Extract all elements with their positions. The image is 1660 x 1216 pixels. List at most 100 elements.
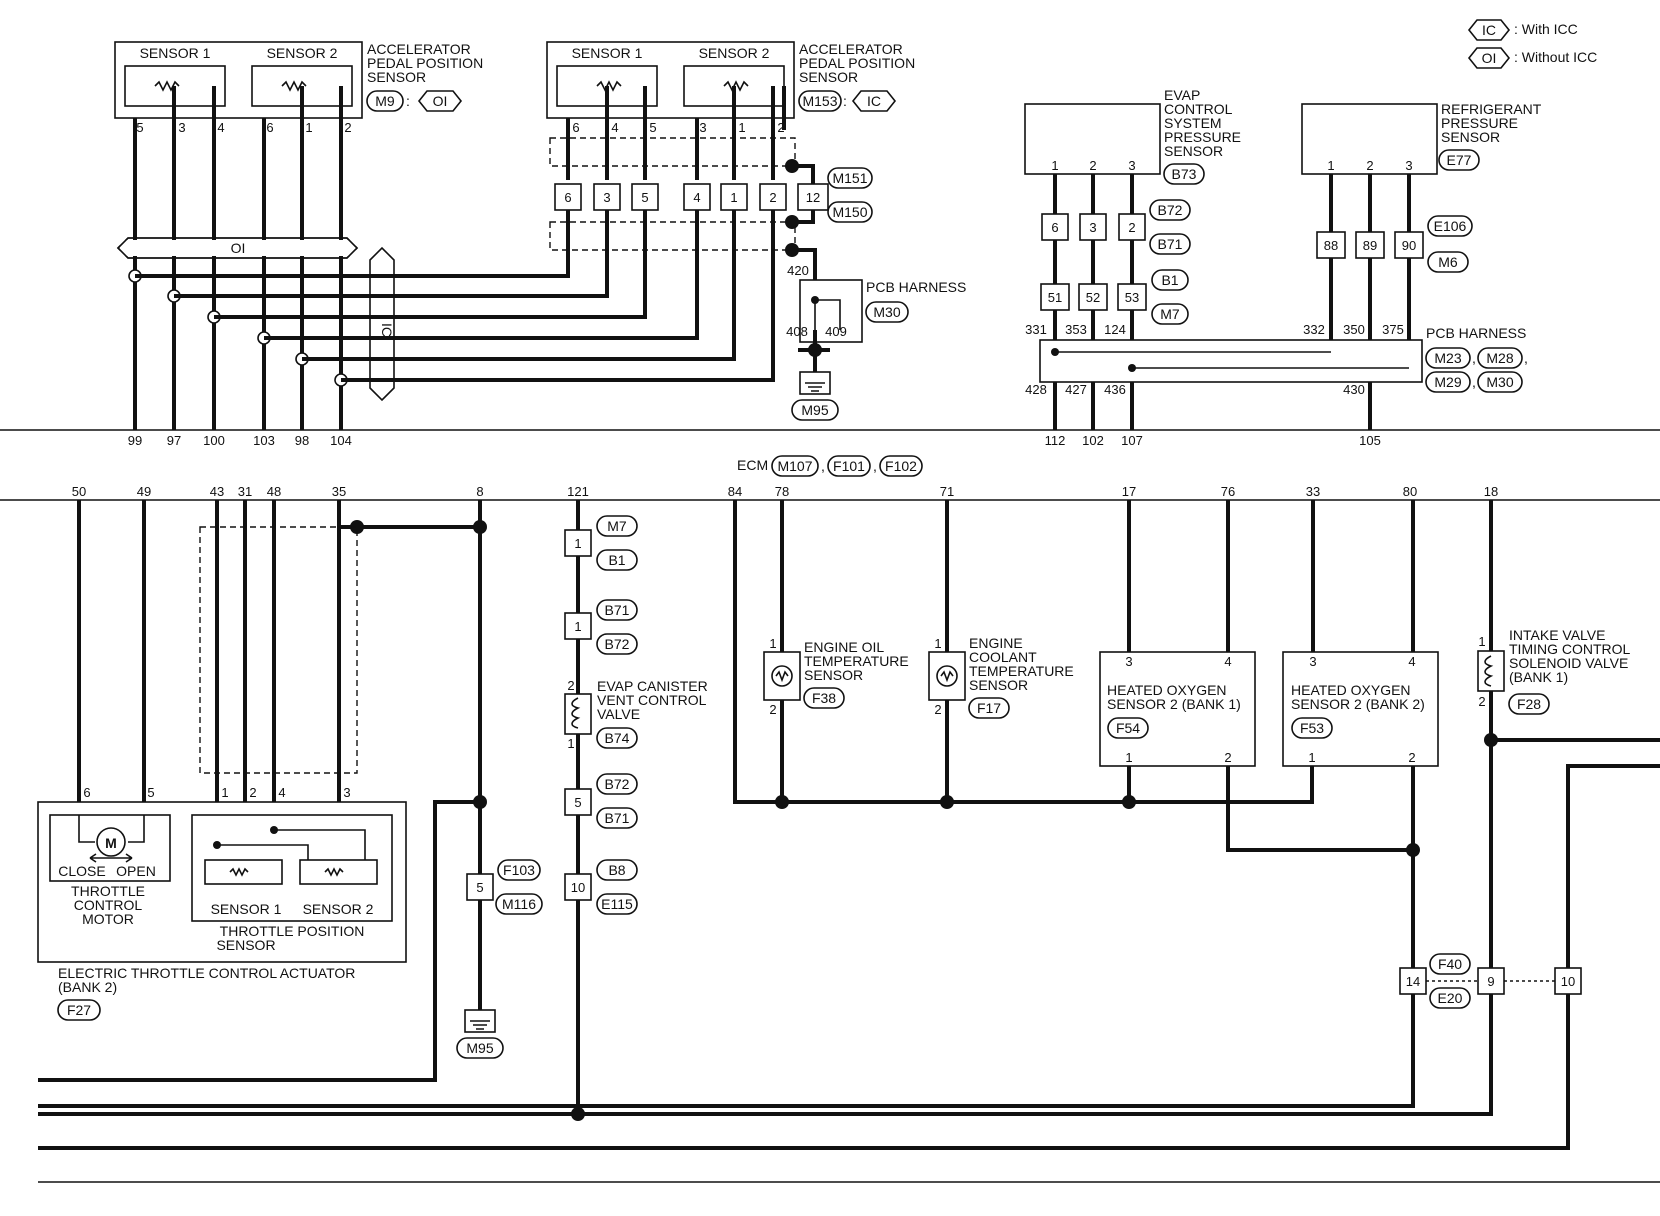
svg-text:10: 10	[571, 880, 585, 895]
svg-text:TEMPERATURE: TEMPERATURE	[969, 663, 1074, 679]
svg-text:5: 5	[641, 190, 648, 205]
apps-oi: SENSOR 1 SENSOR 2 ACCELERATOR PEDAL POSI…	[114, 41, 483, 135]
svg-text:89: 89	[1363, 238, 1377, 253]
svg-text:M7: M7	[1160, 306, 1180, 322]
svg-text:F38: F38	[812, 690, 836, 706]
svg-text:2: 2	[1478, 694, 1485, 709]
svg-text:,: ,	[821, 458, 825, 474]
svg-text:SOLENOID VALVE: SOLENOID VALVE	[1509, 655, 1628, 671]
svg-text:M7: M7	[607, 518, 627, 534]
svg-text:102: 102	[1082, 433, 1104, 448]
svg-text:1: 1	[769, 636, 776, 651]
svg-text:E115: E115	[601, 896, 633, 912]
junction-connectors: 14 9 10 F40 E20	[1399, 953, 1582, 1009]
engine-coolant-temperature-sensor: 1 2 ENGINE COOLANT TEMPERATURE SENSOR F1…	[928, 500, 1074, 802]
evap-canister-vent-line: 1 M7 B1 1 B71 B72 2 1 EVAP CANISTER VENT…	[564, 500, 708, 1121]
svg-text:B71: B71	[605, 602, 630, 618]
svg-text:SENSOR 1: SENSOR 1	[211, 901, 282, 917]
svg-text:B72: B72	[605, 776, 630, 792]
svg-text:3: 3	[1309, 654, 1316, 669]
svg-text:350: 350	[1343, 322, 1365, 337]
svg-text:9: 9	[1487, 974, 1494, 989]
svg-text:2: 2	[769, 190, 776, 205]
svg-text:E77: E77	[1447, 152, 1472, 168]
svg-text:F27: F27	[67, 1002, 91, 1018]
svg-text:104: 104	[330, 433, 352, 448]
svg-text:SENSOR: SENSOR	[1164, 143, 1223, 159]
svg-text:ELECTRIC THROTTLE CONTROL ACTU: ELECTRIC THROTTLE CONTROL ACTUATOR	[58, 965, 355, 981]
sensor-ground-bus	[733, 500, 1314, 809]
svg-text:49: 49	[137, 484, 151, 499]
svg-text:ENGINE: ENGINE	[969, 635, 1023, 651]
svg-text:SENSOR: SENSOR	[1441, 129, 1500, 145]
refrigerant-pressure-sensor: REFRIGERANT PRESSURE SENSOR E77 1 2 3 88…	[1301, 101, 1542, 430]
apps-oi-connector: M9	[375, 93, 395, 109]
heated-oxygen-sensor-bank-1: 3 4 HEATED OXYGEN SENSOR 2 (BANK 1) F54 …	[1099, 500, 1413, 852]
svg-text:80: 80	[1403, 484, 1417, 499]
svg-text:ACCELERATOR: ACCELERATOR	[799, 41, 903, 57]
svg-text:31: 31	[238, 484, 252, 499]
svg-text:SENSOR 2 (BANK 1): SENSOR 2 (BANK 1)	[1107, 696, 1241, 712]
ecm-upper-pins: 99 97 100 103 98 104 112 102 107 105	[128, 433, 1381, 448]
svg-text:3: 3	[603, 190, 610, 205]
ecm-block: ECM M107 , F101 , F102	[0, 429, 1660, 501]
svg-text:1: 1	[1125, 750, 1132, 765]
svg-text:2: 2	[777, 120, 784, 135]
svg-text:112: 112	[1045, 433, 1066, 448]
svg-text:5: 5	[574, 795, 581, 810]
svg-text:8: 8	[476, 484, 483, 499]
evap-pressure-sensor: EVAP CONTROL SYSTEM PRESSURE SENSOR B73 …	[1024, 87, 1241, 430]
svg-text:1: 1	[738, 120, 745, 135]
ecm-lower-pins: 50 49 43 31 48 35 8 121 84 78 71 17 76 3…	[72, 484, 1498, 499]
svg-text:PEDAL POSITION: PEDAL POSITION	[799, 55, 915, 71]
svg-text:4: 4	[217, 120, 224, 135]
svg-text:35: 35	[332, 484, 346, 499]
svg-text:6: 6	[83, 785, 90, 800]
svg-text:CONTROL: CONTROL	[1164, 101, 1233, 117]
svg-text:3: 3	[343, 785, 350, 800]
svg-text:M: M	[105, 835, 117, 851]
svg-text:EVAP: EVAP	[1164, 87, 1200, 103]
svg-text:B71: B71	[605, 810, 630, 826]
svg-text:1: 1	[730, 190, 737, 205]
svg-text::: :	[843, 93, 847, 109]
svg-text:IC: IC	[867, 93, 881, 109]
svg-text:2: 2	[1089, 158, 1096, 173]
svg-text:51: 51	[1048, 290, 1062, 305]
svg-text:78: 78	[775, 484, 789, 499]
svg-text:107: 107	[1121, 433, 1143, 448]
svg-text:SENSOR 2: SENSOR 2	[699, 45, 770, 61]
svg-text:VALVE: VALVE	[597, 706, 640, 722]
engine-oil-temperature-sensor: 1 2 ENGINE OIL TEMPERATURE SENSOR F38	[763, 500, 909, 802]
svg-text:SENSOR: SENSOR	[799, 69, 858, 85]
svg-text:OI: OI	[433, 93, 448, 109]
svg-text:SENSOR: SENSOR	[216, 937, 275, 953]
svg-text:52: 52	[1086, 290, 1100, 305]
ecm-connector-f101: F101	[833, 458, 865, 474]
svg-text:4: 4	[611, 120, 618, 135]
svg-text:124: 124	[1104, 322, 1126, 337]
svg-text:18: 18	[1484, 484, 1498, 499]
svg-text::: :	[406, 93, 410, 109]
svg-text:PEDAL POSITION: PEDAL POSITION	[367, 55, 483, 71]
svg-text:F54: F54	[1116, 720, 1140, 736]
svg-text:4: 4	[1408, 654, 1415, 669]
svg-text:3: 3	[699, 120, 706, 135]
ground-m95-upper: M95	[801, 402, 828, 418]
svg-text:B1: B1	[1161, 272, 1178, 288]
legend: IC : With ICC OI : Without ICC	[1467, 19, 1597, 69]
svg-text:F17: F17	[977, 700, 1001, 716]
svg-text:2: 2	[1366, 158, 1373, 173]
svg-text:CONTROL: CONTROL	[74, 897, 143, 913]
svg-text:SENSOR 2: SENSOR 2	[267, 45, 338, 61]
svg-text:6: 6	[564, 190, 571, 205]
ground-m95-lower: M95	[466, 1040, 493, 1056]
svg-text:OI: OI	[231, 240, 246, 256]
svg-text:48: 48	[267, 484, 281, 499]
svg-text:CLOSE: CLOSE	[58, 863, 105, 879]
ecm-connector-m107: M107	[777, 458, 812, 474]
svg-text:105: 105	[1359, 433, 1381, 448]
svg-text:5: 5	[147, 785, 154, 800]
svg-text:97: 97	[167, 433, 181, 448]
